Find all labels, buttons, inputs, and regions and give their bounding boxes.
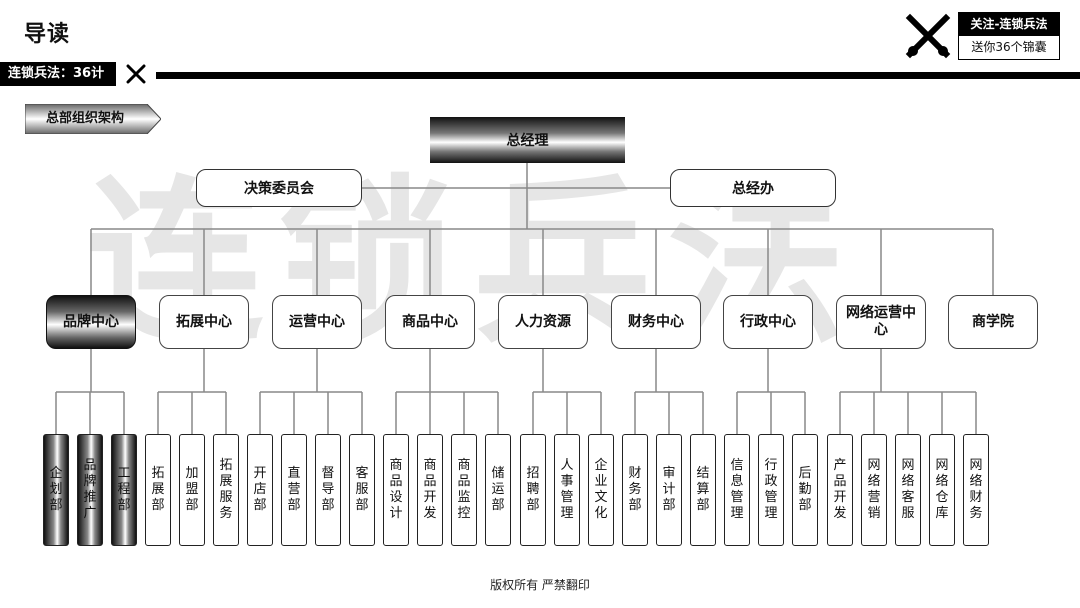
node-general-manager: 总经理 xyxy=(430,117,625,163)
node-department: 审计部 xyxy=(656,434,682,546)
node-department: 企业文化 xyxy=(588,434,614,546)
node-department: 工程部 xyxy=(111,434,137,546)
series-tag: 连锁兵法：36计 xyxy=(0,62,116,86)
crossed-swords-icon xyxy=(905,13,951,59)
node-department: 网络财务 xyxy=(963,434,989,546)
node-center: 运营中心 xyxy=(272,295,362,349)
header-rule xyxy=(156,72,1080,79)
follow-title: 关注-连锁兵法 xyxy=(959,13,1059,36)
node-center: 人力资源 xyxy=(498,295,588,349)
node-department: 网络仓库 xyxy=(929,434,955,546)
copyright-footer: 版权所有 严禁翻印 xyxy=(490,578,590,592)
node-department: 商品开发 xyxy=(417,434,443,546)
node-department: 品牌推广 xyxy=(77,434,103,546)
node-department: 客服部 xyxy=(349,434,375,546)
section-tag-label: 总部组织架构 xyxy=(45,111,124,126)
crossed-swords-small-icon xyxy=(126,64,146,84)
node-department: 结算部 xyxy=(690,434,716,546)
department-label: 企划部 xyxy=(49,466,63,513)
node-department: 网络营销 xyxy=(861,434,887,546)
node-department: 督导部 xyxy=(315,434,341,546)
follow-subtitle: 送你36个锦囊 xyxy=(971,40,1047,54)
node-department: 行政管理 xyxy=(758,434,784,546)
department-label: 品牌推广 xyxy=(83,458,97,521)
node-department: 人事管理 xyxy=(554,434,580,546)
node-center: 商学院 xyxy=(948,295,1038,349)
node-center: 行政中心 xyxy=(723,295,813,349)
node-department: 加盟部 xyxy=(179,434,205,546)
node-department: 商品监控 xyxy=(451,434,477,546)
node-department: 开店部 xyxy=(247,434,273,546)
node-center: 财务中心 xyxy=(611,295,701,349)
node-decision-committee: 决策委员会 xyxy=(196,169,362,207)
node-center: 拓展中心 xyxy=(159,295,249,349)
node-department: 网络客服 xyxy=(895,434,921,546)
node-department: 招聘部 xyxy=(520,434,546,546)
node-department: 财务部 xyxy=(622,434,648,546)
follow-badge: 关注-连锁兵法 送你36个锦囊 xyxy=(958,12,1060,60)
department-label: 工程部 xyxy=(117,466,131,513)
node-department: 商品设计 xyxy=(383,434,409,546)
node-department: 信息管理 xyxy=(724,434,750,546)
page-title: 导读 xyxy=(24,22,71,47)
node-gm-office: 总经办 xyxy=(670,169,836,207)
node-center: 网络运营中心 xyxy=(836,295,926,349)
node-center: 商品中心 xyxy=(385,295,475,349)
section-tag: 总部组织架构 xyxy=(25,104,161,134)
node-department: 直营部 xyxy=(281,434,307,546)
node-department: 产品开发 xyxy=(827,434,853,546)
node-department: 后勤部 xyxy=(792,434,818,546)
node-department: 储运部 xyxy=(485,434,511,546)
node-department: 拓展服务 xyxy=(213,434,239,546)
node-center: 品牌中心 xyxy=(46,295,136,349)
node-department: 拓展部 xyxy=(145,434,171,546)
node-department: 企划部 xyxy=(43,434,69,546)
